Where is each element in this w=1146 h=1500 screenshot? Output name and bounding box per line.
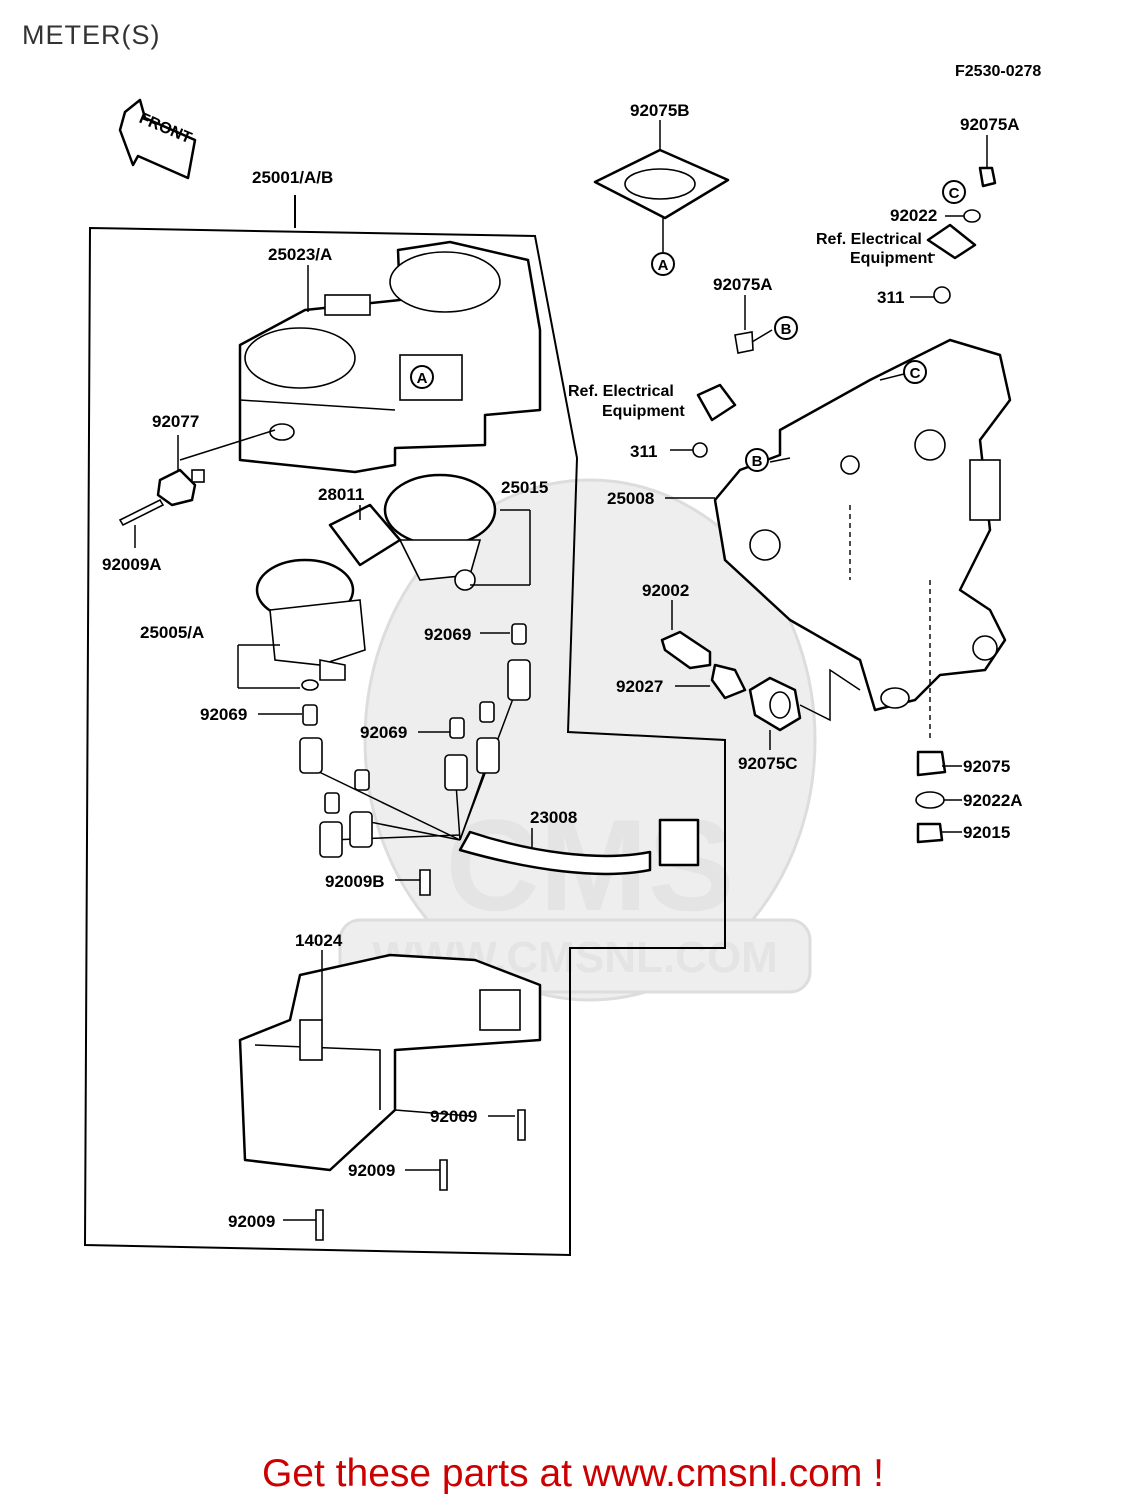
marker-B-bracket: B xyxy=(745,448,769,472)
label-92009-c: 92009 xyxy=(228,1212,275,1231)
label-92069-upper: 92069 xyxy=(424,625,471,644)
label-92075B: 92075B xyxy=(630,101,690,120)
label-92002: 92002 xyxy=(642,581,689,600)
svg-text:A: A xyxy=(417,370,428,387)
label-25015: 25015 xyxy=(501,478,548,497)
marker-C-top: C xyxy=(942,180,966,204)
label-25001: 25001/A/B xyxy=(252,168,333,187)
label-92027: 92027 xyxy=(616,677,663,696)
grommet-92075B xyxy=(593,148,730,220)
label-23008: 23008 xyxy=(530,808,577,827)
label-ref-equipment-1: Equipment xyxy=(850,250,933,267)
label-92075A-mid: 92075A xyxy=(713,275,773,294)
label-92022: 92022 xyxy=(890,206,937,225)
label-25005: 25005/A xyxy=(140,623,204,642)
label-92009A: 92009A xyxy=(102,555,162,574)
bulb-sockets xyxy=(299,623,531,858)
svg-text:A: A xyxy=(658,257,669,274)
diagram-code: F2530-0278 xyxy=(955,63,1041,80)
wiring-harness xyxy=(314,679,700,876)
lower-cover xyxy=(238,953,542,1172)
meter-case xyxy=(238,240,542,474)
front-arrow-icon: FRONT xyxy=(118,98,197,180)
marker-C-bracket: C xyxy=(903,360,927,384)
exploded-parts-diagram: CMS WWW.CMSNL.COM FRONT F2530-0278 xyxy=(83,63,1041,1257)
label-25023: 25023/A xyxy=(268,245,332,264)
label-28011: 28011 xyxy=(318,485,364,504)
part-92077-icon xyxy=(156,468,205,507)
label-ref-equipment-2: Equipment xyxy=(602,403,685,420)
marker-B-top: B xyxy=(774,316,798,340)
label-92075C: 92075C xyxy=(738,754,798,773)
label-ref-electrical-1: Ref. Electrical xyxy=(816,231,922,248)
label-92022A: 92022A xyxy=(963,791,1023,810)
label-25008: 25008 xyxy=(607,489,654,508)
label-92009-b: 92009 xyxy=(348,1161,395,1180)
meter-bracket xyxy=(713,338,1012,712)
tachometer-assembly xyxy=(237,558,366,691)
label-92009-a: 92009 xyxy=(430,1107,477,1126)
label-92015: 92015 xyxy=(963,823,1010,842)
svg-text:B: B xyxy=(752,453,763,470)
label-92069-middle: 92069 xyxy=(360,723,407,742)
svg-text:C: C xyxy=(910,365,921,382)
label-92075: 92075 xyxy=(963,757,1010,776)
marker-A-grommet: A xyxy=(651,252,675,276)
label-ref-electrical-2: Ref. Electrical xyxy=(568,383,674,400)
speedometer-assembly xyxy=(328,473,531,591)
label-92009B: 92009B xyxy=(325,872,385,891)
label-14024: 14024 xyxy=(295,931,343,950)
svg-text:C: C xyxy=(949,185,960,202)
label-92075A-top: 92075A xyxy=(960,115,1020,134)
label-92077: 92077 xyxy=(152,412,199,431)
marker-A-case: A xyxy=(410,365,434,389)
svg-text:B: B xyxy=(781,321,792,338)
label-311-mid: 311 xyxy=(630,442,657,461)
footer-link[interactable]: Get these parts at www.cmsnl.com ! xyxy=(261,1452,885,1495)
page-title: METER(S) xyxy=(22,20,161,50)
label-92069-left: 92069 xyxy=(200,705,247,724)
label-311-top: 311 xyxy=(877,288,904,307)
